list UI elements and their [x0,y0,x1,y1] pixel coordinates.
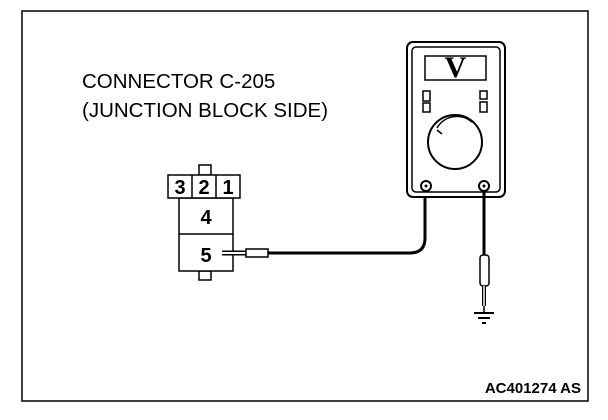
connector-title-line1: CONNECTOR C-205 [82,70,275,93]
connector-c205: 3 2 1 4 5 [167,164,241,281]
pin-2: 2 [198,177,209,199]
pin-5: 5 [200,245,211,267]
positive-test-lead [278,192,427,255]
negative-test-lead [479,191,490,313]
voltmeter: V [406,41,506,198]
connector-title-line2: (JUNCTION BLOCK SIDE) [82,99,328,122]
pin-3: 3 [174,177,185,199]
meter-display: V [445,51,467,84]
figure-frame [21,10,589,402]
ground-icon [474,312,494,324]
pin-4: 4 [200,207,212,229]
probe-pin-5 [222,248,278,258]
pin-1: 1 [222,177,233,199]
figure-code: AC401274 AS [485,380,581,397]
rotary-dial [427,114,483,170]
